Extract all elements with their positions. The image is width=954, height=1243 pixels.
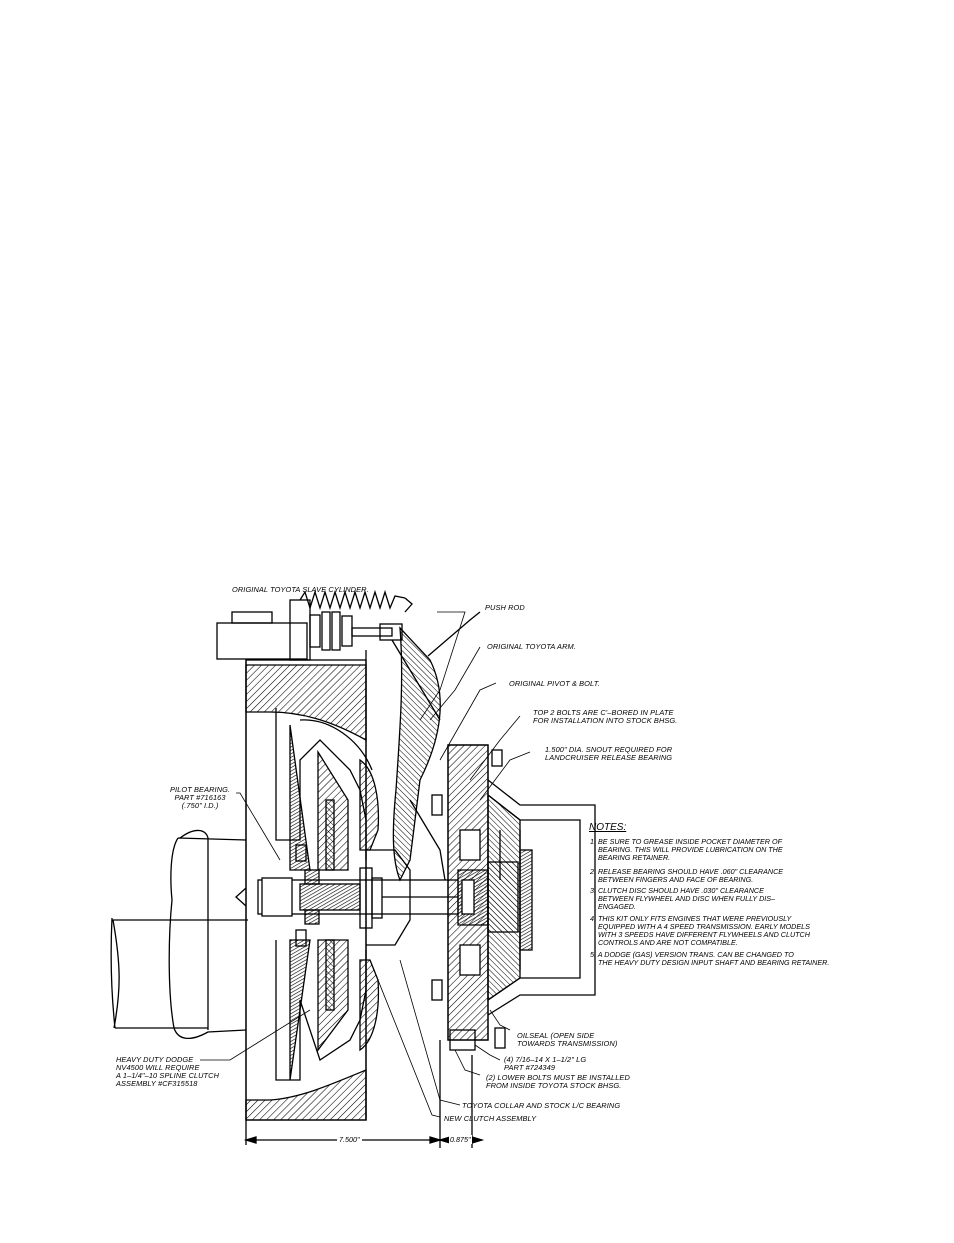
note-2: 2. RELEASE BEARING SHOULD HAVE .060" CLE… xyxy=(590,867,784,884)
input-gear xyxy=(519,849,533,951)
label-new-clutch: NEW CLUTCH ASSEMBLY xyxy=(444,1114,537,1123)
label-bolts-part: (4) 7/16–14 x 1–1/2" LG PART #724349 xyxy=(504,1055,587,1072)
dimension-7500: 7.500" xyxy=(337,1135,362,1144)
note-5: 5. A DODGE (GAS) VERSION TRANS. CAN BE C… xyxy=(590,950,830,967)
toyota-arm xyxy=(392,626,441,882)
label-heavy-duty: HEAVY DUTY DODGE NV4500 WILL REQUIRE A 1… xyxy=(116,1055,220,1088)
slave-cylinder xyxy=(216,622,308,660)
label-snout: 1.500" DIA. SNOUT REQUIRED FOR LANDCRUIS… xyxy=(545,745,673,762)
label-oilseal: OILSEAL (OPEN SIDE TOWARDS TRANSMISSION) xyxy=(517,1031,618,1048)
label-toyota-arm: ORIGINAL TOYOTA ARM. xyxy=(487,642,576,651)
crankshaft xyxy=(110,917,248,1029)
note-1: 1. BE SURE TO GREASE INSIDE POCKET DIAME… xyxy=(590,837,783,862)
label-pilot-bearing: PILOT BEARING. PART #716163 (.750" I.D.) xyxy=(170,785,231,810)
return-spring xyxy=(299,589,406,611)
label-top-bolts: TOP 2 BOLTS ARE C'–BORED IN PLATE FOR IN… xyxy=(533,708,678,725)
label-pivot-bolt: ORIGINAL PIVOT & BOLT. xyxy=(509,679,600,688)
note-3: 3. CLUTCH DISC SHOULD HAVE .030" CLEARAN… xyxy=(590,886,776,911)
dimension-0875: 0.875" xyxy=(449,1135,472,1144)
notes-title: NOTES: xyxy=(589,822,627,833)
clutch-disc xyxy=(325,799,335,871)
label-slave-cylinder: ORIGINAL TOYOTA SLAVE CYLINDER. xyxy=(232,585,369,594)
note-4: 4. THIS KIT ONLY FITS ENGINES THAT WERE … xyxy=(590,914,810,947)
label-collar: TOYOTA COLLAR AND STOCK L/C BEARING xyxy=(462,1101,621,1110)
label-lower-bolts: (2) LOWER BOLTS MUST BE INSTALLED FROM I… xyxy=(486,1073,630,1090)
transmission-housing xyxy=(487,779,596,1016)
label-push-rod: PUSH ROD xyxy=(485,603,525,612)
